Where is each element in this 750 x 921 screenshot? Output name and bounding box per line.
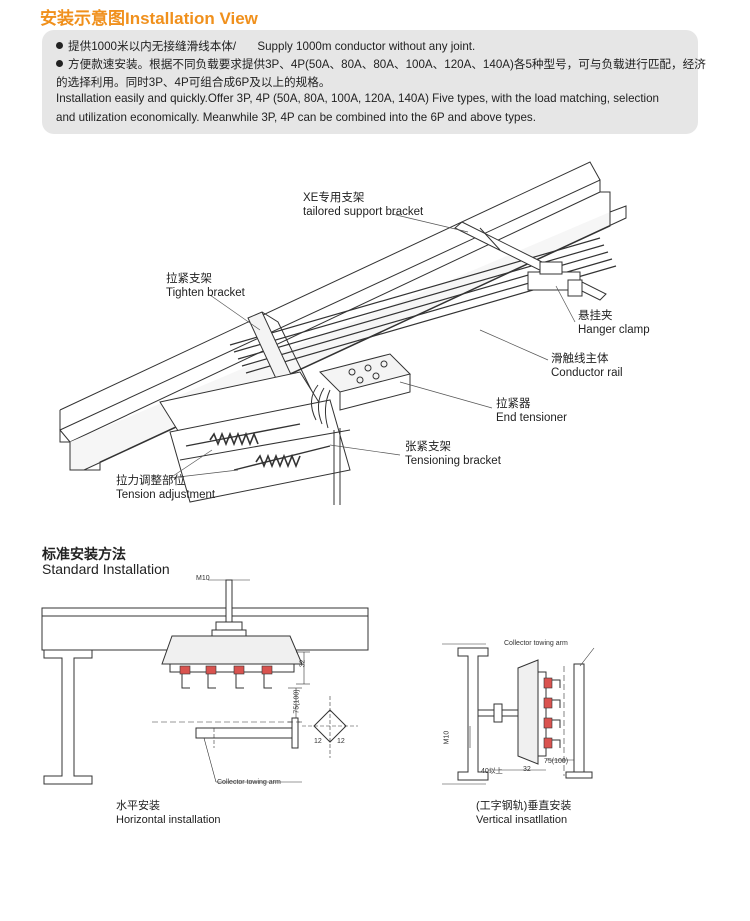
callout-conductor-zh: 滑触线主体 bbox=[551, 353, 609, 365]
vertical-caption-en: Vertical insatllation bbox=[476, 814, 568, 826]
info-line-5: and utilization economically. Meanwhile … bbox=[56, 111, 536, 124]
v-dim-40: 40以上 bbox=[481, 768, 503, 775]
h-dim-75: 75(100) bbox=[293, 689, 301, 714]
contact-group-horizontal bbox=[179, 665, 273, 675]
contact-group-vertical bbox=[543, 677, 553, 749]
info-line-1: 提供1000米以内无接缝滑线本体/ Supply 1000m conductor… bbox=[56, 38, 475, 54]
installation-view-diagram bbox=[59, 161, 627, 505]
callout-xe-bracket: XE专用支架 tailored support bracket bbox=[303, 191, 423, 219]
v-dim-75: 75(100) bbox=[544, 758, 569, 765]
h-dim-m10: M10 bbox=[196, 575, 210, 582]
info-box: 提供1000米以内无接缝滑线本体/ Supply 1000m conductor… bbox=[42, 30, 706, 134]
info-line-1-en: Supply 1000m conductor without any joint… bbox=[257, 40, 476, 53]
bullet-icon bbox=[56, 60, 63, 67]
bullet-icon bbox=[56, 42, 63, 49]
callout-tighten-bracket: 拉紧支架 Tighten bracket bbox=[166, 272, 245, 300]
callout-tension-bracket-zh: 张紧支架 bbox=[405, 441, 451, 453]
horizontal-caption: 水平安装 Horizontal installation bbox=[116, 799, 221, 827]
callout-tension-adj-zh: 拉力调整部位 bbox=[116, 475, 185, 487]
callout-tighten-en: Tighten bracket bbox=[166, 287, 245, 299]
info-line-3: 的选择利用。同时3P、4P可组合成6P及以上的规格。 bbox=[56, 76, 331, 89]
callout-xe-bracket-zh: XE专用支架 bbox=[303, 192, 365, 204]
info-line-2: 方便款速安装。根据不同负载要求提供3P、4P(50A、80A、80A、100A、… bbox=[56, 56, 706, 72]
callout-tensioner-zh: 拉紧器 bbox=[496, 398, 531, 410]
callout-hanger-en: Hanger clamp bbox=[578, 324, 650, 336]
info-line-1-zh: 提供1000米以内无接缝滑线本体/ bbox=[68, 40, 237, 53]
callout-tension-bracket-en: Tensioning bracket bbox=[405, 455, 501, 467]
info-line-2-text: 方便款速安装。根据不同负载要求提供3P、4P(50A、80A、80A、100A、… bbox=[68, 58, 706, 71]
v-dim-32: 32 bbox=[523, 766, 531, 773]
callout-end-tensioner: 拉紧器 End tensioner bbox=[496, 397, 567, 425]
callout-conductor-rail: 滑触线主体 Conductor rail bbox=[551, 352, 623, 380]
vertical-caption: (工字钢轨)垂直安装 Vertical insatllation bbox=[476, 799, 571, 827]
callout-hanger-clamp: 悬挂夹 Hanger clamp bbox=[578, 309, 650, 337]
section-title-zh: 标准安装方法 bbox=[42, 546, 126, 562]
horizontal-caption-en: Horizontal installation bbox=[116, 814, 221, 826]
callout-xe-bracket-en: tailored support bracket bbox=[303, 206, 424, 218]
h-dim-12a: 12 bbox=[314, 738, 322, 745]
h-arm-label: Collector towing arm bbox=[217, 779, 281, 786]
callout-tensioner-en: End tensioner bbox=[496, 412, 567, 424]
section-title-en: Standard Installation bbox=[42, 561, 170, 577]
callout-tension-adj-en: Tension adjustment bbox=[116, 489, 216, 501]
h-dim-12b: 12 bbox=[337, 738, 345, 745]
callout-conductor-en: Conductor rail bbox=[551, 367, 623, 379]
v-arm-label: Collector towing arm bbox=[504, 640, 568, 647]
h-dim-32: 32 bbox=[299, 659, 307, 668]
vertical-installation-drawing bbox=[442, 643, 595, 785]
horizontal-installation-drawing bbox=[41, 579, 369, 785]
info-line-4: Installation easily and quickly.Offer 3P… bbox=[56, 92, 660, 105]
callout-tensioning-bracket: 张紧支架 Tensioning bracket bbox=[405, 440, 501, 468]
callout-hanger-zh: 悬挂夹 bbox=[578, 310, 613, 322]
horizontal-caption-zh: 水平安装 bbox=[116, 800, 160, 812]
v-dim-m10: M10 bbox=[443, 730, 451, 745]
callout-tension-adjustment: 拉力调整部位 Tension adjustment bbox=[116, 474, 215, 502]
page-title: 安装示意图Installation View bbox=[40, 9, 258, 28]
vertical-caption-zh: (工字钢轨)垂直安装 bbox=[476, 800, 572, 812]
callout-tighten-zh: 拉紧支架 bbox=[166, 273, 212, 285]
